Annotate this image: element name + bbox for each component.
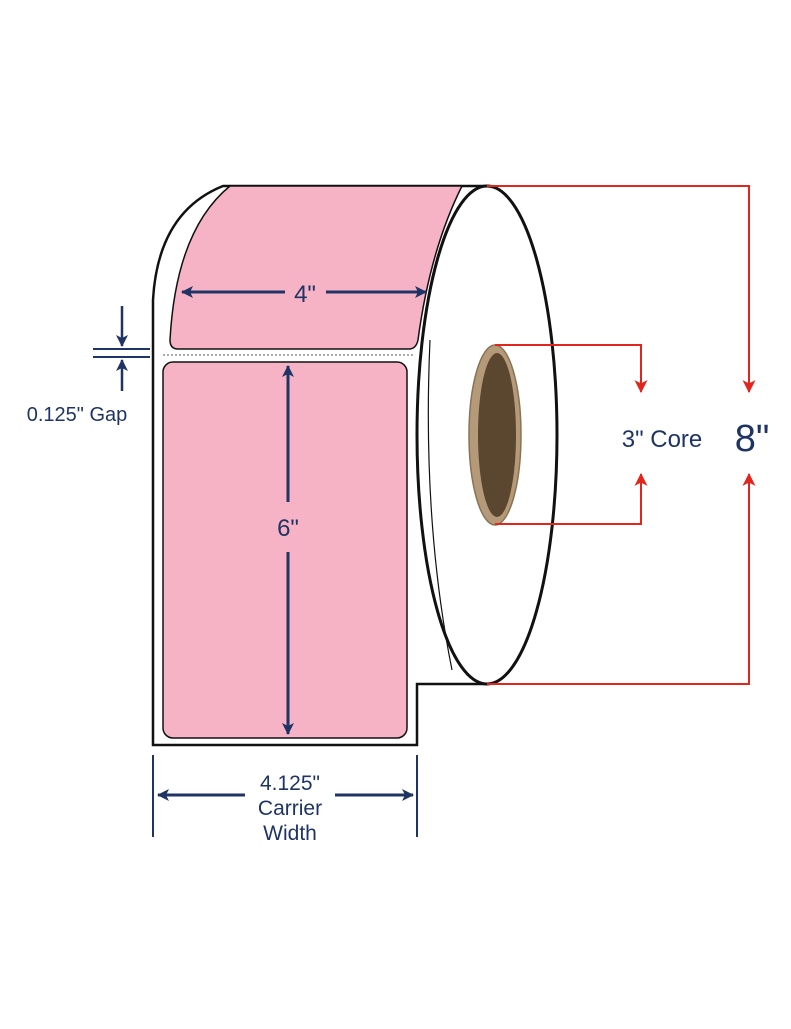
roll-diameter-text: 8" xyxy=(735,418,770,460)
core-callout-bottom xyxy=(495,472,648,525)
gap-text: 0.125" Gap xyxy=(27,404,128,426)
roll-diameter-callout-bottom xyxy=(487,472,756,685)
label-on-roll xyxy=(169,185,464,350)
carrier-width-value-text: 4.125" xyxy=(260,772,320,795)
roll-diameter-callout-top xyxy=(487,185,756,394)
core-size-text: 3" Core xyxy=(622,426,703,453)
core-hole xyxy=(478,353,516,517)
roll-edge-shadow xyxy=(427,339,453,671)
carrier-width-carrier-text: Carrier xyxy=(258,797,322,820)
label-width-text: 4" xyxy=(294,281,316,308)
carrier-width-width-text: Width xyxy=(263,822,317,845)
label-height-text: 6" xyxy=(277,515,299,542)
core-callout-top xyxy=(495,344,648,394)
hanging-label xyxy=(162,361,408,739)
